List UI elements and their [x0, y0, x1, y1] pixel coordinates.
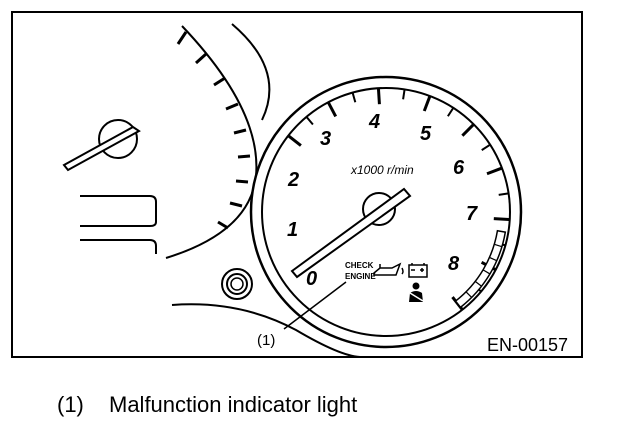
tachometer-tick	[498, 192, 509, 196]
numeral-8: 8	[448, 253, 460, 275]
tachometer-tick	[481, 143, 491, 151]
tachometer-tick	[402, 89, 406, 100]
numeral-3: 3	[320, 128, 331, 150]
figure-caption: (1) Malfunction indicator light	[57, 392, 357, 418]
left-gauge-needle	[62, 125, 141, 172]
tachometer-tick	[486, 166, 503, 176]
tachometer-tick	[493, 217, 510, 222]
tachometer-redline-band	[454, 229, 507, 309]
oil-pressure-icon	[373, 262, 404, 276]
redline-segment	[474, 280, 482, 287]
numeral-6: 6	[453, 157, 465, 179]
odometer-window-upper	[80, 195, 157, 227]
check-engine-label-line1: CHECK	[345, 261, 374, 270]
battery-icon	[408, 263, 428, 278]
figure-code: EN-00157	[487, 335, 568, 355]
tachometer-tick	[447, 107, 455, 117]
numeral-2: 2	[287, 169, 299, 191]
tachometer-numerals: 0 1 2 3 4 5 6 7 8	[287, 111, 478, 290]
caption-text: Malfunction indicator light	[109, 392, 358, 417]
check-engine-label-line2: ENGINE	[345, 272, 376, 281]
tachometer-unit-label: x1000 r/min	[350, 163, 414, 177]
redline-segment	[465, 291, 473, 298]
numeral-7: 7	[466, 203, 478, 225]
caption-number: (1)	[57, 392, 84, 417]
odometer-window-lower	[80, 239, 157, 254]
tachometer-tick	[376, 88, 381, 105]
tachometer-tick	[326, 101, 338, 118]
callout-leader-line	[283, 281, 347, 330]
tachometer-tick	[422, 95, 432, 112]
callout-label: (1)	[257, 332, 275, 349]
tachometer-needle	[290, 187, 412, 279]
cluster-panel-bottom	[171, 303, 361, 358]
cluster-divider-curve	[231, 23, 271, 121]
redline-segment	[494, 243, 503, 248]
tachometer-tick	[305, 116, 314, 126]
trip-reset-knob	[221, 268, 253, 300]
tachometer-tick	[287, 134, 302, 147]
left-gauge-ticks	[176, 31, 251, 230]
numeral-1: 1	[287, 219, 298, 241]
numeral-4: 4	[368, 111, 380, 133]
numeral-0: 0	[306, 268, 317, 290]
tachometer-tick	[461, 123, 475, 137]
redline-segment	[489, 256, 498, 262]
redline-segment	[482, 269, 491, 275]
numeral-5: 5	[420, 123, 432, 145]
seatbelt-warning-icon	[409, 282, 424, 302]
tachometer-tick	[351, 92, 357, 103]
tachometer: 0 1 2 3 4 5 6 7 8 x1000 r/min CHECK ENGI…	[249, 75, 523, 349]
